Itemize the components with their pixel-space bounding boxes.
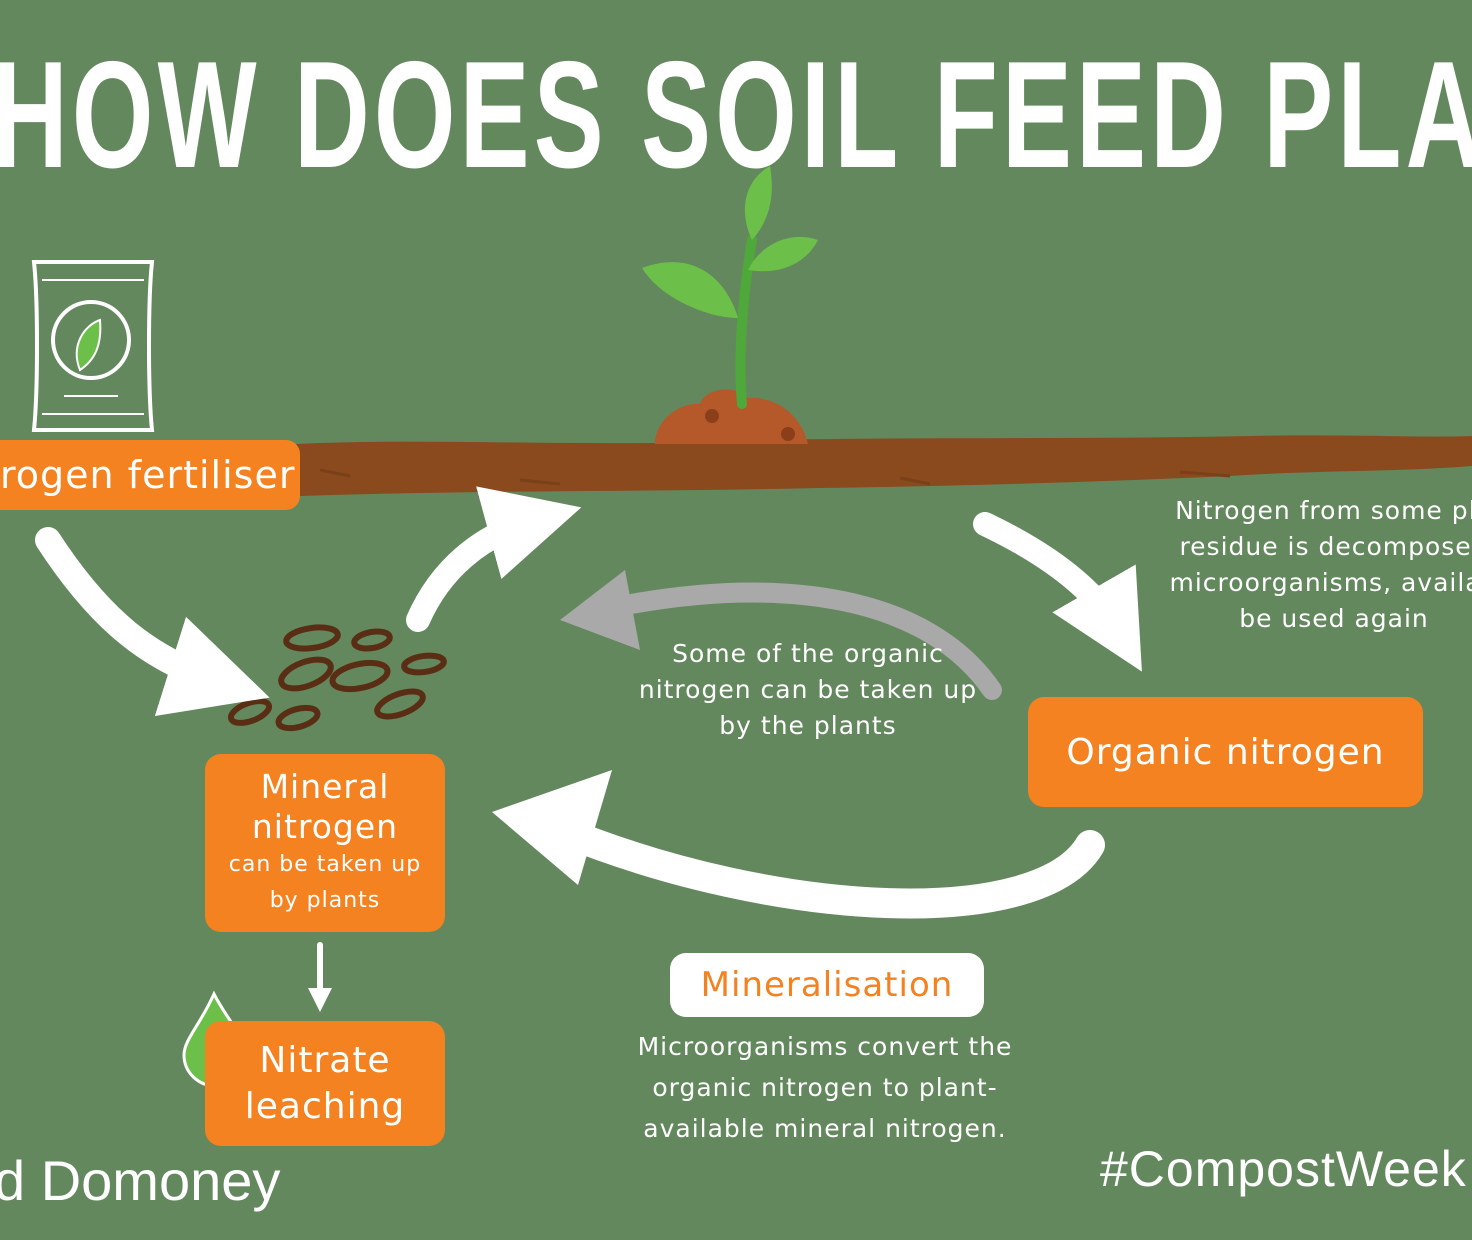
soil-strip [296, 435, 1472, 496]
arrow-fertiliser-to-mineral [35, 527, 270, 716]
nitrate-leaching-label: Nitrate leaching [244, 1039, 406, 1127]
fertiliser-bag-icon [31, 260, 155, 432]
mineralisation-label-box: Mineralisation [670, 953, 984, 1017]
note-residue: Nitrogen from some pla residue is decomp… [1169, 496, 1472, 633]
mineral-nitrogen-subtitle: can be taken up by plants [228, 852, 422, 913]
title-text: HOW DOES SOIL FEED PLANTS? [0, 30, 1472, 200]
organic-nitrogen-label: Organic nitrogen [1066, 731, 1385, 773]
organic-nitrogen-box: Organic nitrogen [1028, 697, 1423, 807]
arrow-mineralisation [545, 815, 1105, 919]
mineralisation-label: Mineralisation [700, 965, 954, 1005]
arrow-mineralisation-head [492, 770, 612, 885]
arrow-organic-to-plant-head [560, 570, 640, 650]
soil-granules-icon [227, 624, 447, 732]
nitrate-leaching-box: Nitrate leaching [205, 1021, 445, 1146]
fertiliser-label: rogen fertiliser [0, 453, 296, 497]
note-uptake: Some of the organic nitrogen can be take… [638, 639, 978, 740]
note-mineralisation: Microorganisms convert the organic nitro… [637, 1032, 1013, 1143]
arrow-mineral-to-plant [406, 486, 582, 632]
arrow-organic-to-plant [590, 582, 1002, 700]
mineral-nitrogen-title: Mineral nitrogen [251, 767, 399, 846]
hashtag-text: #CompostWeek [1100, 1141, 1467, 1197]
seedling-icon [642, 166, 818, 444]
brand-text: d Domoney [0, 1149, 281, 1212]
infographic-title: HOW DOES SOIL FEED PLANTS? [0, 30, 1472, 200]
mineral-nitrogen-box: Mineral nitrogen can be taken up by plan… [205, 754, 445, 932]
arrow-soil-to-organic [973, 512, 1142, 672]
fertiliser-box: rogen fertiliser [0, 440, 300, 510]
